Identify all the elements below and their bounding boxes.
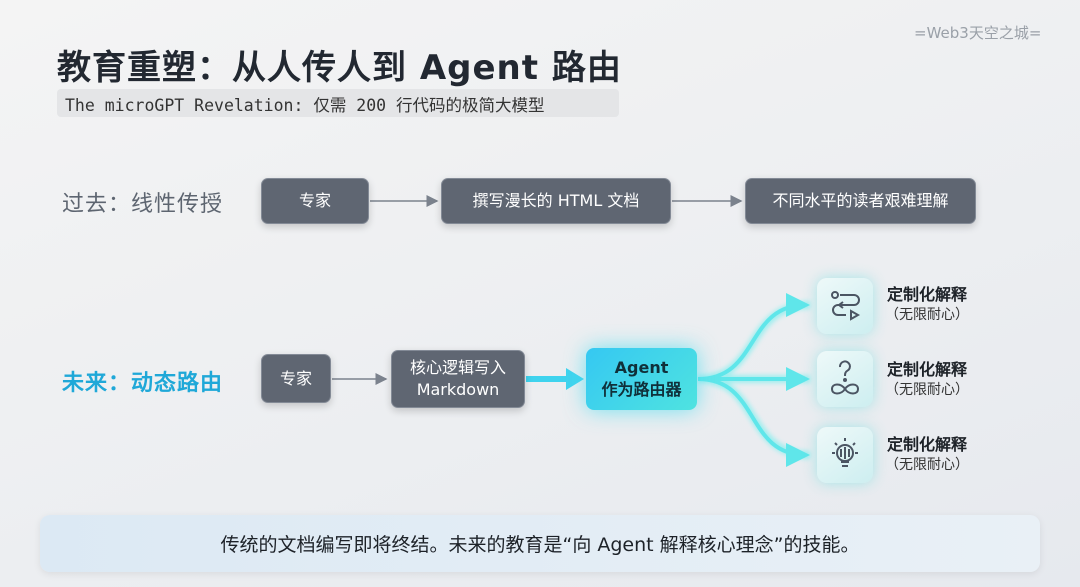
subtitle: The microGPT Revelation: 仅需 200 行代码的极简大模…: [57, 89, 619, 117]
past-node-expert: 专家: [261, 178, 369, 224]
markdown-line1: 核心逻辑写入: [409, 358, 506, 377]
output-title: 定制化解释: [886, 360, 967, 379]
agent-line2: 作为路由器: [601, 380, 682, 399]
output-title: 定制化解释: [886, 435, 967, 454]
agent-line1: Agent: [614, 358, 669, 377]
conclusion-banner: 传统的文档编写即将终结。未来的教育是“向 Agent 解释核心理念”的技能。: [40, 515, 1040, 572]
page-title: 教育重塑：从人传人到 Agent 路由: [57, 48, 622, 88]
arrow: [566, 368, 584, 390]
future-label: 未来：动态路由: [62, 371, 224, 396]
branch-arrow: [697, 377, 810, 467]
future-node-markdown: 核心逻辑写入 Markdown: [391, 350, 525, 408]
markdown-line2: Markdown: [416, 380, 500, 399]
route-icon: [817, 278, 873, 334]
output-sub: （无限耐心）: [885, 307, 969, 323]
past-node-readers: 不同水平的读者艰难理解: [745, 178, 976, 224]
output-label: 定制化解释 （无限耐心）: [885, 284, 969, 326]
past-node-document: 撰写漫长的 HTML 文档: [441, 178, 671, 224]
branch-arrow: [697, 293, 810, 381]
past-label: 过去：线性传授: [62, 192, 224, 217]
output-sub: （无限耐心）: [885, 382, 969, 398]
agent-router-node: Agent 作为路由器: [586, 348, 697, 410]
output-label: 定制化解释 （无限耐心）: [885, 359, 969, 401]
output-title: 定制化解释: [886, 285, 967, 304]
output-sub: （无限耐心）: [885, 457, 969, 473]
future-node-expert: 专家: [261, 354, 331, 403]
question-infinity-icon: [817, 351, 873, 407]
watermark: =Web3天空之城=: [914, 24, 1042, 42]
lightbulb-icon: [817, 427, 873, 483]
output-label: 定制化解释 （无限耐心）: [885, 434, 969, 476]
